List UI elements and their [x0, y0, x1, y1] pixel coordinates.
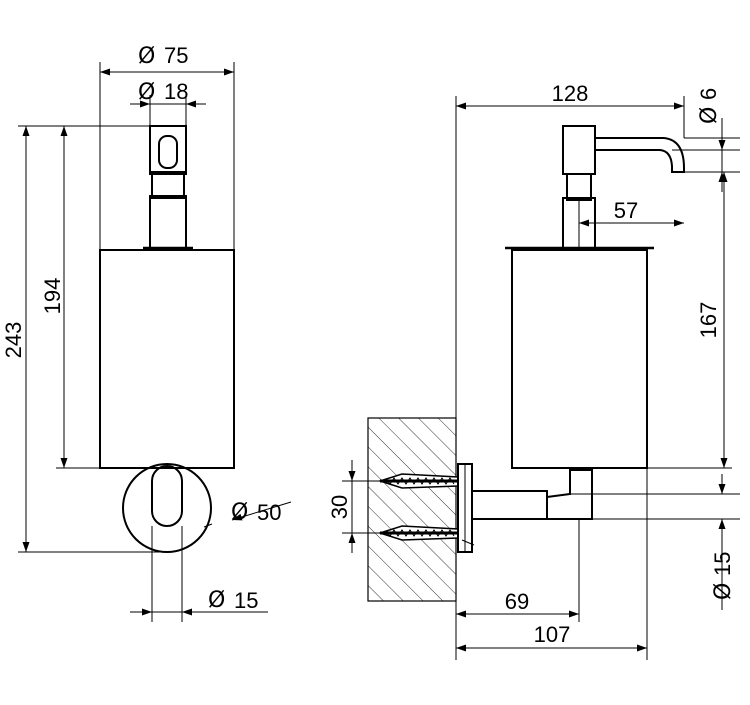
- front-view: Ø 75 Ø 18 243 194 Ø 50 Ø 15: [1, 43, 292, 622]
- dim-h194: 194: [40, 278, 65, 315]
- pump-nozzle-front: [158, 135, 178, 169]
- pump-head-side: [562, 125, 596, 175]
- container-side: [511, 249, 648, 469]
- dim-h243: 243: [1, 322, 26, 359]
- dim-d18: 18: [164, 79, 188, 104]
- bracket-arm-front: [151, 465, 183, 527]
- dim-w107: 107: [534, 622, 571, 647]
- dim-diameter-symbol: Ø: [138, 80, 155, 105]
- side-view: 128 Ø 6 57 167 Ø 15 30: [327, 81, 740, 660]
- dim-w57: 57: [614, 198, 638, 223]
- pump-joint-side: [566, 173, 592, 201]
- pump-joint-front: [151, 171, 185, 199]
- pump-spout: [595, 137, 685, 173]
- dim-d15-front: 15: [234, 588, 258, 613]
- dim-h30: 30: [327, 495, 352, 519]
- dim-d6: 6: [696, 88, 721, 100]
- bracket-elbow: [546, 469, 593, 520]
- wall-section: [367, 417, 457, 602]
- pump-head-front: [149, 125, 187, 175]
- dim-diameter-symbol: Ø: [138, 44, 155, 69]
- dim-diameter-symbol: Ø: [697, 107, 722, 124]
- dim-diameter-symbol: Ø: [231, 500, 248, 525]
- dim-diameter-symbol: Ø: [711, 583, 736, 600]
- dim-d50: 50: [257, 500, 281, 525]
- dim-diameter-symbol: Ø: [208, 588, 225, 613]
- dim-w69: 69: [505, 589, 529, 614]
- dim-d75: 75: [164, 43, 188, 68]
- container-front: [99, 249, 235, 469]
- pump-stem-front: [149, 195, 187, 249]
- bracket-arm-side: [472, 490, 548, 520]
- wall-disc: [122, 463, 212, 553]
- dim-w128: 128: [552, 81, 589, 106]
- dim-h167: 167: [696, 302, 721, 339]
- screw-bottom: [377, 525, 459, 541]
- dim-d15-side: 15: [710, 552, 735, 576]
